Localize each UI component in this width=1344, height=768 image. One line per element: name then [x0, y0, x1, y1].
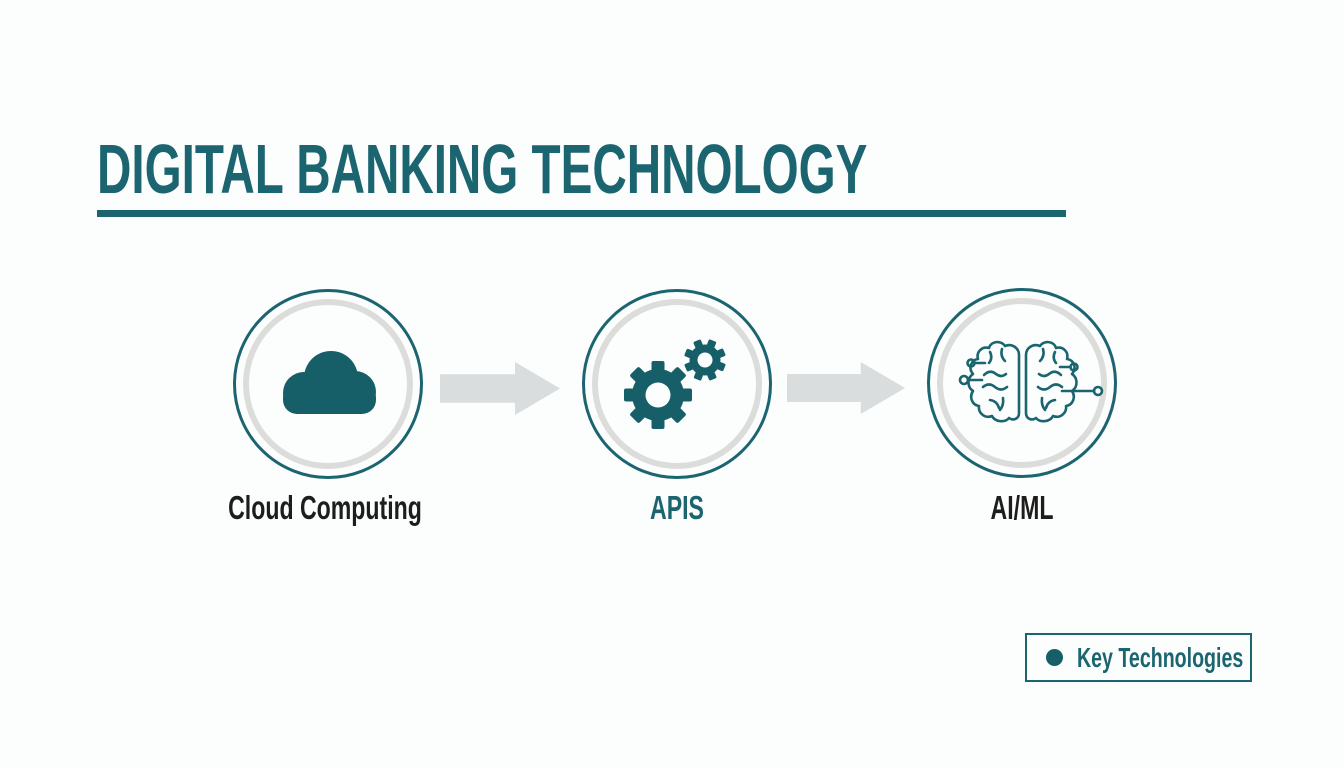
node-outer-ring — [582, 289, 772, 479]
node-inner-ring — [243, 299, 413, 469]
legend-dot-icon — [1046, 649, 1063, 666]
flow-arrow-2 — [787, 362, 905, 414]
node-inner-ring — [592, 299, 762, 469]
node-label-ai-ml: AI/ML — [990, 489, 1054, 526]
cloud-icon — [283, 351, 376, 414]
node-apis — [582, 289, 772, 479]
title-underline — [97, 210, 1066, 217]
node-ai-ml — [927, 288, 1117, 478]
brain-icon — [958, 340, 1104, 423]
node-cloud-computing — [233, 289, 423, 479]
node-outer-ring — [233, 289, 423, 479]
node-inner-ring — [937, 298, 1107, 468]
node-label-cloud-computing: Cloud Computing — [228, 489, 422, 526]
legend-box: Key Technologies — [1025, 633, 1252, 682]
node-outer-ring — [927, 288, 1117, 478]
gears-icon — [624, 339, 726, 429]
node-label-apis: APIS — [650, 489, 704, 526]
legend-label: Key Technologies — [1077, 641, 1244, 673]
flow-arrow-1 — [440, 362, 560, 415]
page-title: DIGITAL BANKING TECHNOLOGY — [97, 130, 868, 208]
